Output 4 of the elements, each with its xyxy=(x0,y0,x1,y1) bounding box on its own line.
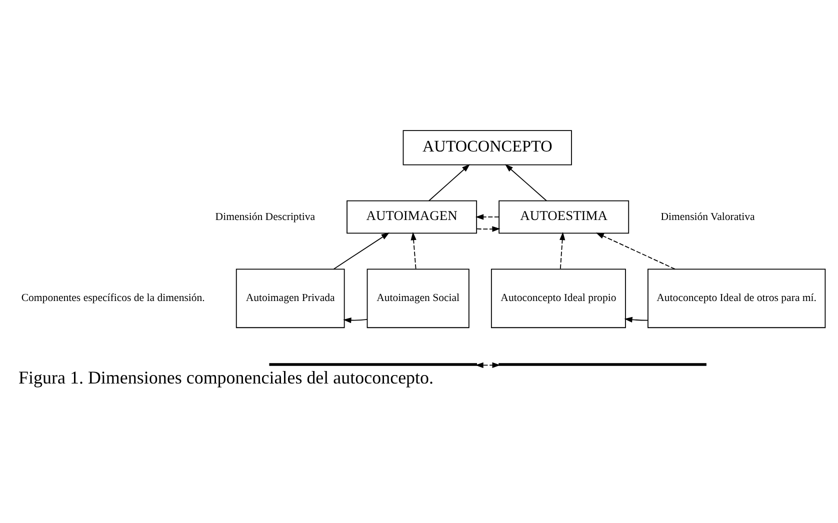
caption: Figura 1. Dimensiones componenciales del autoconcepto. xyxy=(18,367,434,388)
label: Dimensión Descriptiva xyxy=(215,210,316,223)
label: Componentes específicos de la dimensión. xyxy=(21,292,205,304)
label: Dimensión Valorativa xyxy=(660,210,755,223)
